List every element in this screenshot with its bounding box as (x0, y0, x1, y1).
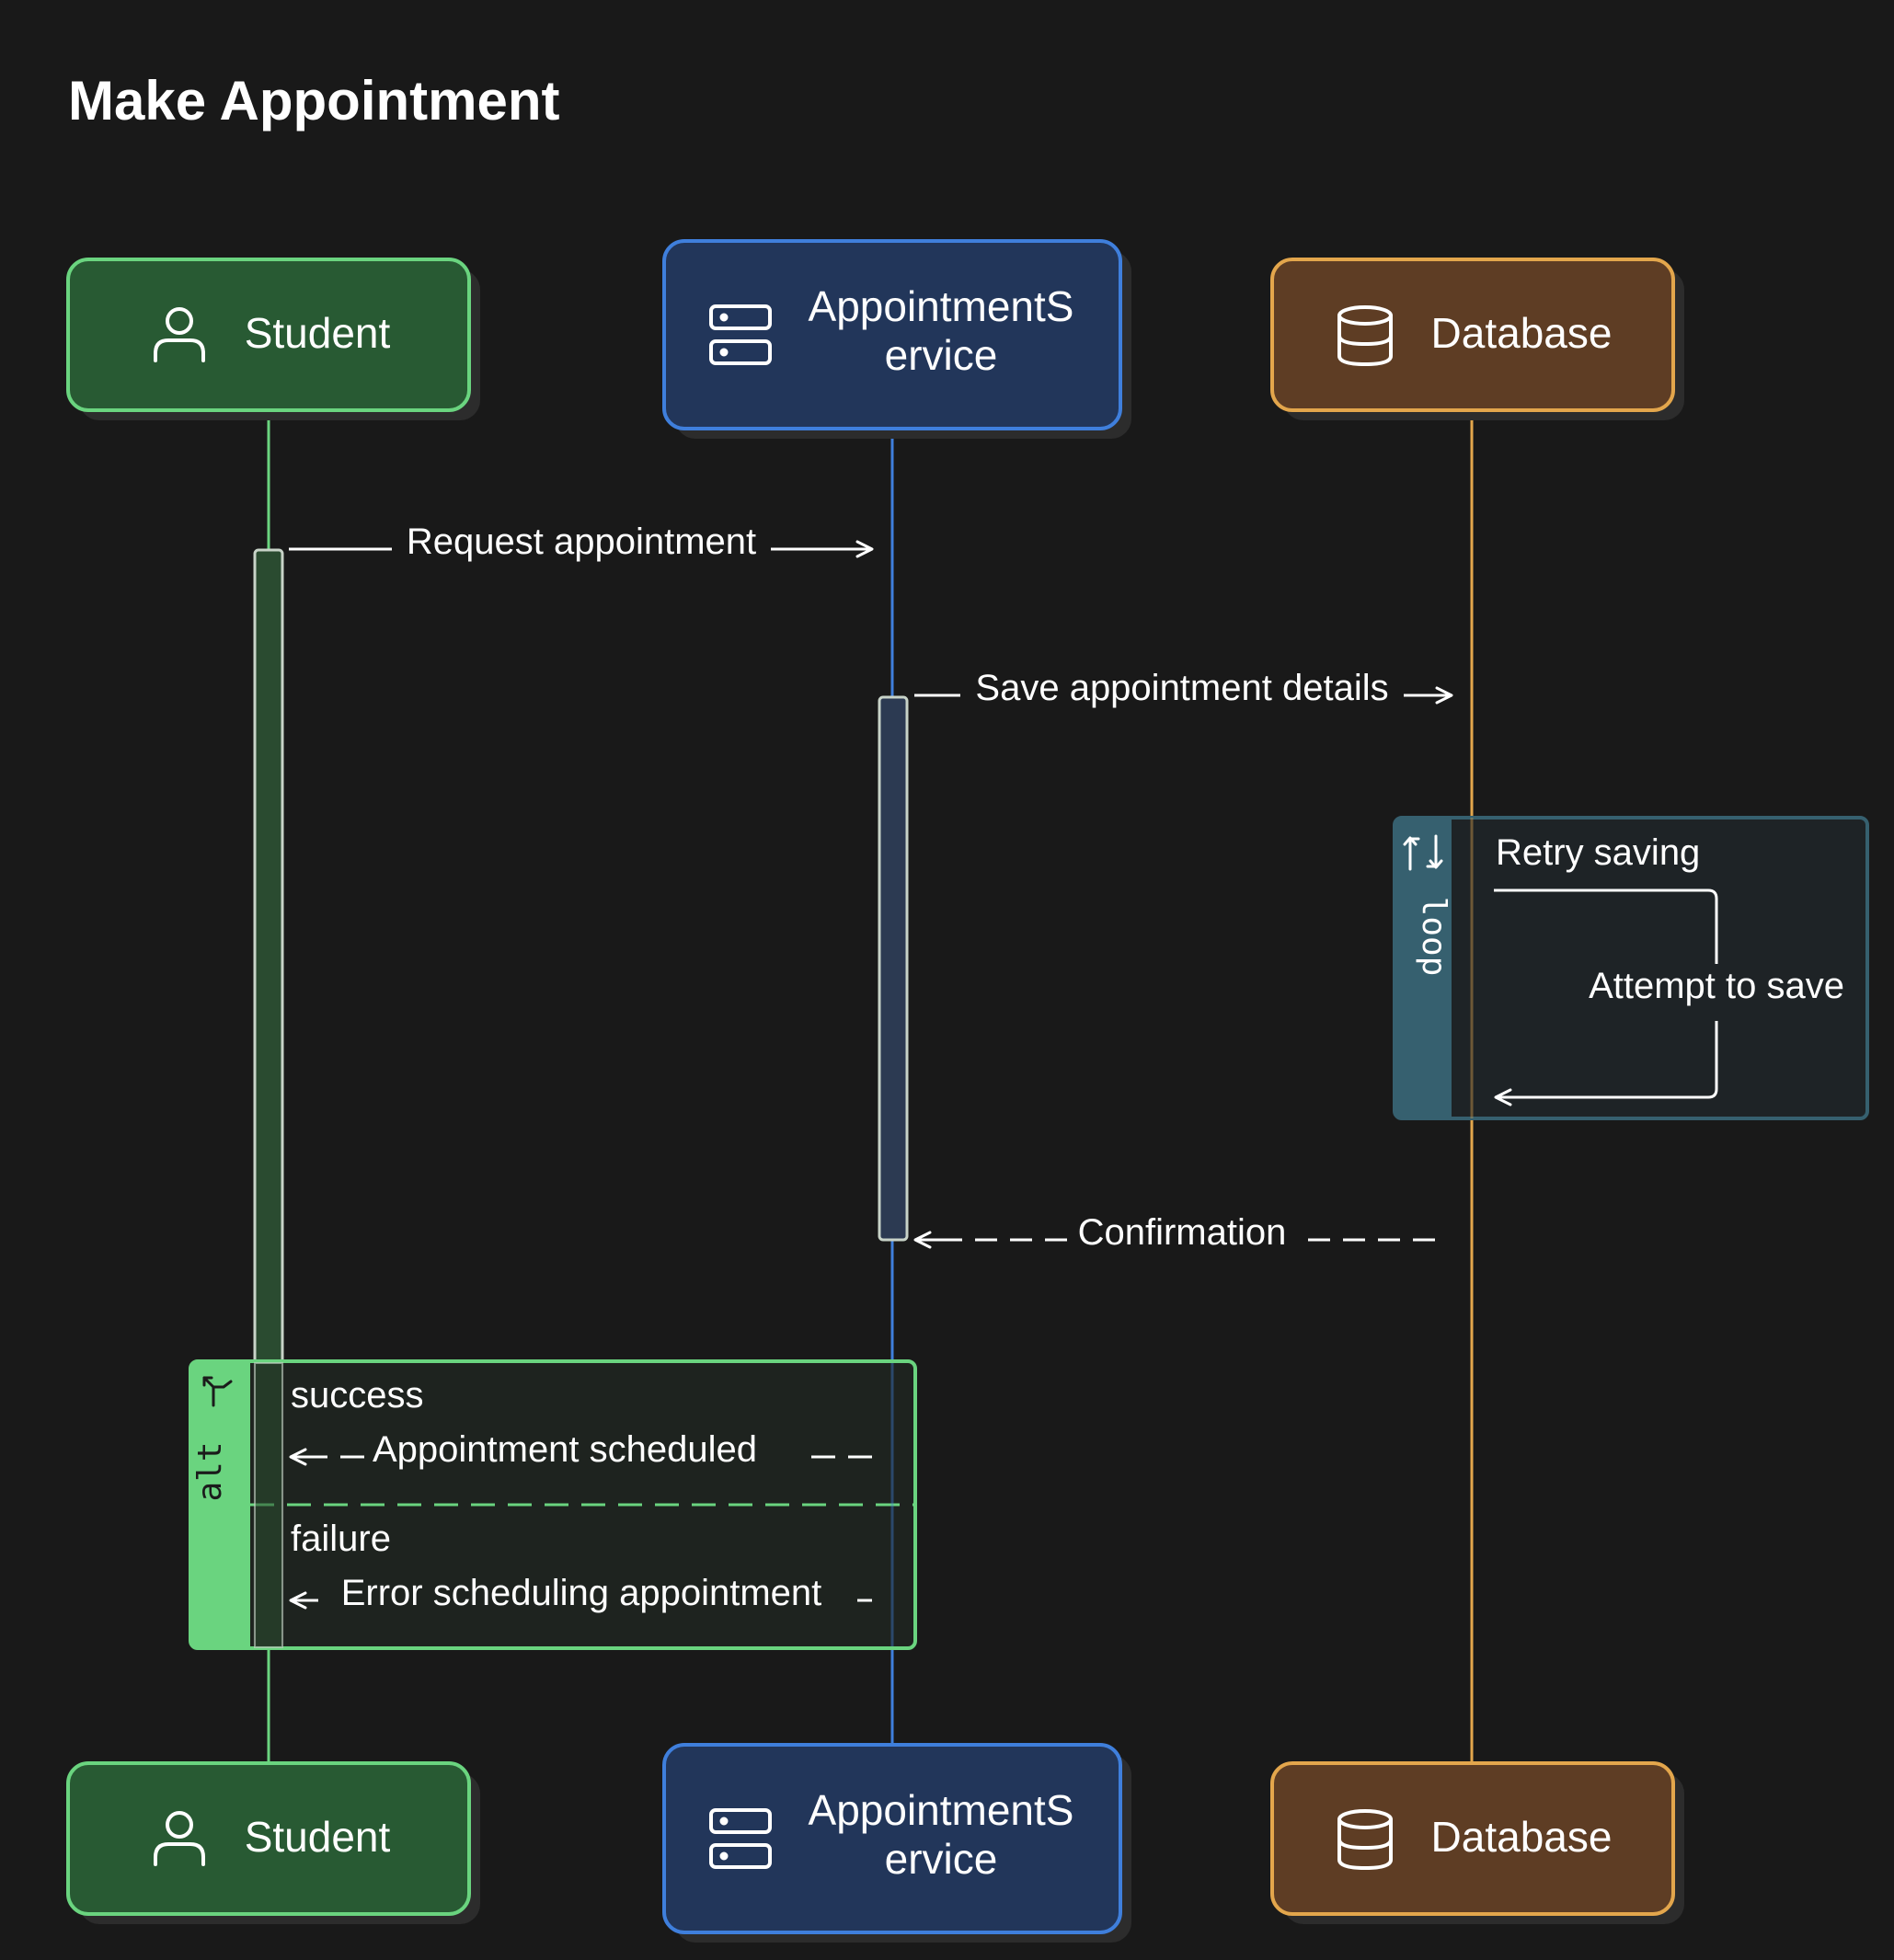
loop-condition: Retry saving (1496, 832, 1700, 873)
message-label-request-appointment: Request appointment (407, 522, 756, 562)
database-icon (1337, 305, 1393, 367)
participant-database-top: Database (1270, 258, 1684, 420)
message-label-attempt-to-save: Attempt to save (1589, 966, 1844, 1006)
participant-label-student-bottom: Student (245, 1813, 391, 1861)
message-error-scheduling: Error scheduling appointment (289, 1573, 872, 1613)
alt-fragment: alt success failure (189, 1359, 917, 1650)
message-label-appointment-scheduled: Appointment scheduled (373, 1429, 757, 1470)
loop-tag: loop (1415, 897, 1452, 977)
participant-label-database-bottom: Database (1431, 1813, 1613, 1861)
user-icon (154, 1811, 205, 1866)
loop-icon (1403, 834, 1443, 871)
participant-service-bottom: AppointmentS ervice (662, 1743, 1131, 1943)
database-icon (1337, 1809, 1393, 1871)
participant-student-bottom: Student (66, 1761, 480, 1924)
student-activation-overlay (254, 1362, 283, 1648)
message-label-confirmation: Confirmation (1078, 1212, 1287, 1253)
participant-student-top: Student (66, 258, 480, 420)
self-message-attempt-to-save: Attempt to save (1494, 888, 1844, 1106)
participant-database-bottom: Database (1270, 1761, 1684, 1924)
alt-branch-failure: failure (291, 1519, 391, 1559)
participant-label-service-line1: AppointmentS (809, 282, 1074, 330)
loop-fragment: loop Retry saving (1393, 816, 1869, 1120)
message-confirmation: Confirmation (913, 1212, 1435, 1253)
participant-label-service-bottom-line2: ervice (885, 1835, 998, 1883)
user-icon (154, 307, 205, 362)
server-icon (709, 304, 772, 365)
alt-branch-success: success (291, 1375, 424, 1416)
branch-icon (202, 1376, 233, 1407)
message-request-appointment: Request appointment (289, 522, 874, 562)
service-activation (878, 695, 909, 1242)
participant-label-student: Student (245, 309, 391, 357)
participant-service-top: AppointmentS ervice (662, 239, 1131, 439)
message-save-appointment-details: Save appointment details (914, 668, 1453, 708)
message-label-error-scheduling: Error scheduling appointment (341, 1573, 822, 1613)
diagram-title: Make Appointment (68, 70, 559, 132)
message-appointment-scheduled: Appointment scheduled (289, 1429, 872, 1470)
participant-label-service-line2: ervice (885, 331, 998, 379)
participant-label-service-bottom-line1: AppointmentS (809, 1786, 1074, 1834)
participant-label-database: Database (1431, 309, 1613, 357)
alt-tag: alt (191, 1441, 229, 1501)
message-label-save-appointment-details: Save appointment details (975, 668, 1388, 708)
server-icon (709, 1808, 772, 1869)
